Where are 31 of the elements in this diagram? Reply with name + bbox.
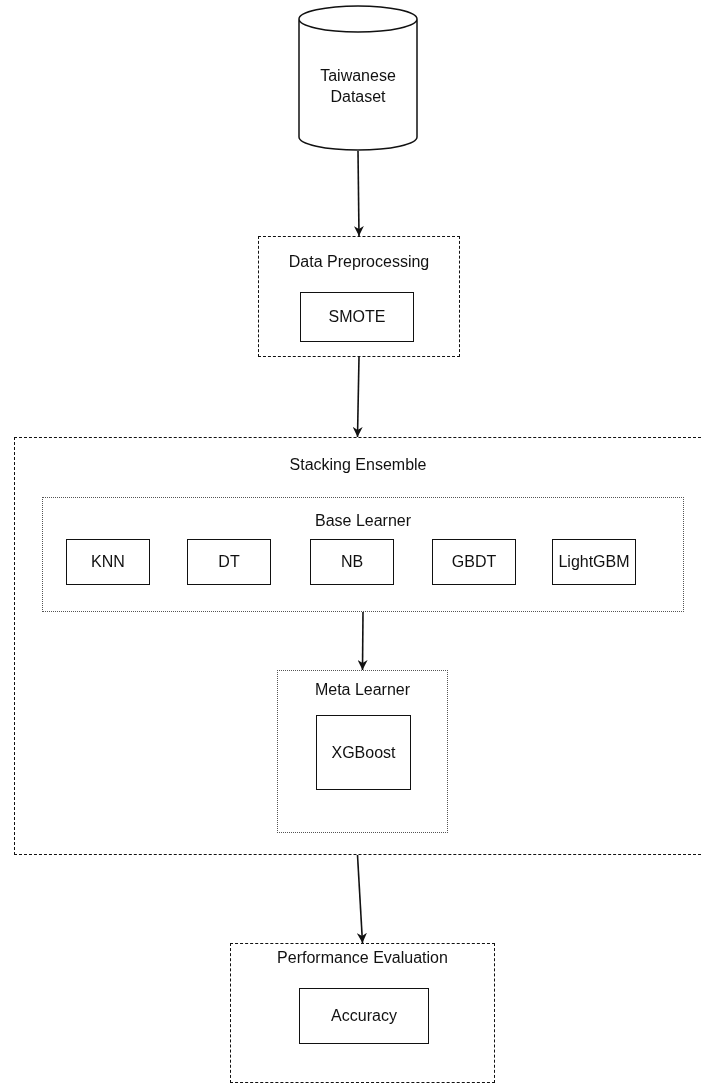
process-box	[300, 292, 414, 342]
group-title: Data Preprocessing	[288, 253, 430, 271]
node-label: GBDT	[451, 553, 497, 571]
dashed-group-box	[14, 437, 701, 855]
node-label: LightGBM	[558, 553, 630, 571]
process-box	[299, 988, 429, 1044]
dashed-group-box	[258, 236, 460, 357]
node-label: Accuracy	[331, 1007, 397, 1025]
arrow	[356, 854, 367, 944]
dashed-group-box	[230, 943, 495, 1083]
process-box	[66, 539, 150, 585]
process-box	[187, 539, 271, 585]
node-label: KNN	[91, 553, 125, 571]
arrow	[352, 356, 363, 438]
process-box	[552, 539, 636, 585]
group-title: Meta Learner	[314, 681, 411, 699]
node-label: DT	[218, 553, 240, 571]
process-box	[316, 715, 411, 790]
arrow	[353, 150, 364, 237]
node-label: XGBoost	[331, 743, 396, 762]
node-label: SMOTE	[328, 308, 386, 326]
node-label: Taiwanese Dataset	[319, 66, 397, 107]
group-title: Performance Evaluation	[277, 949, 448, 967]
group-title: Stacking Ensemble	[289, 456, 427, 474]
arrow	[357, 611, 368, 671]
group-title: Base Learner	[314, 512, 412, 530]
dotted-group-box	[277, 670, 448, 833]
dotted-group-box	[42, 497, 684, 612]
process-box	[432, 539, 516, 585]
process-box	[310, 539, 394, 585]
node-label: NB	[340, 553, 364, 571]
